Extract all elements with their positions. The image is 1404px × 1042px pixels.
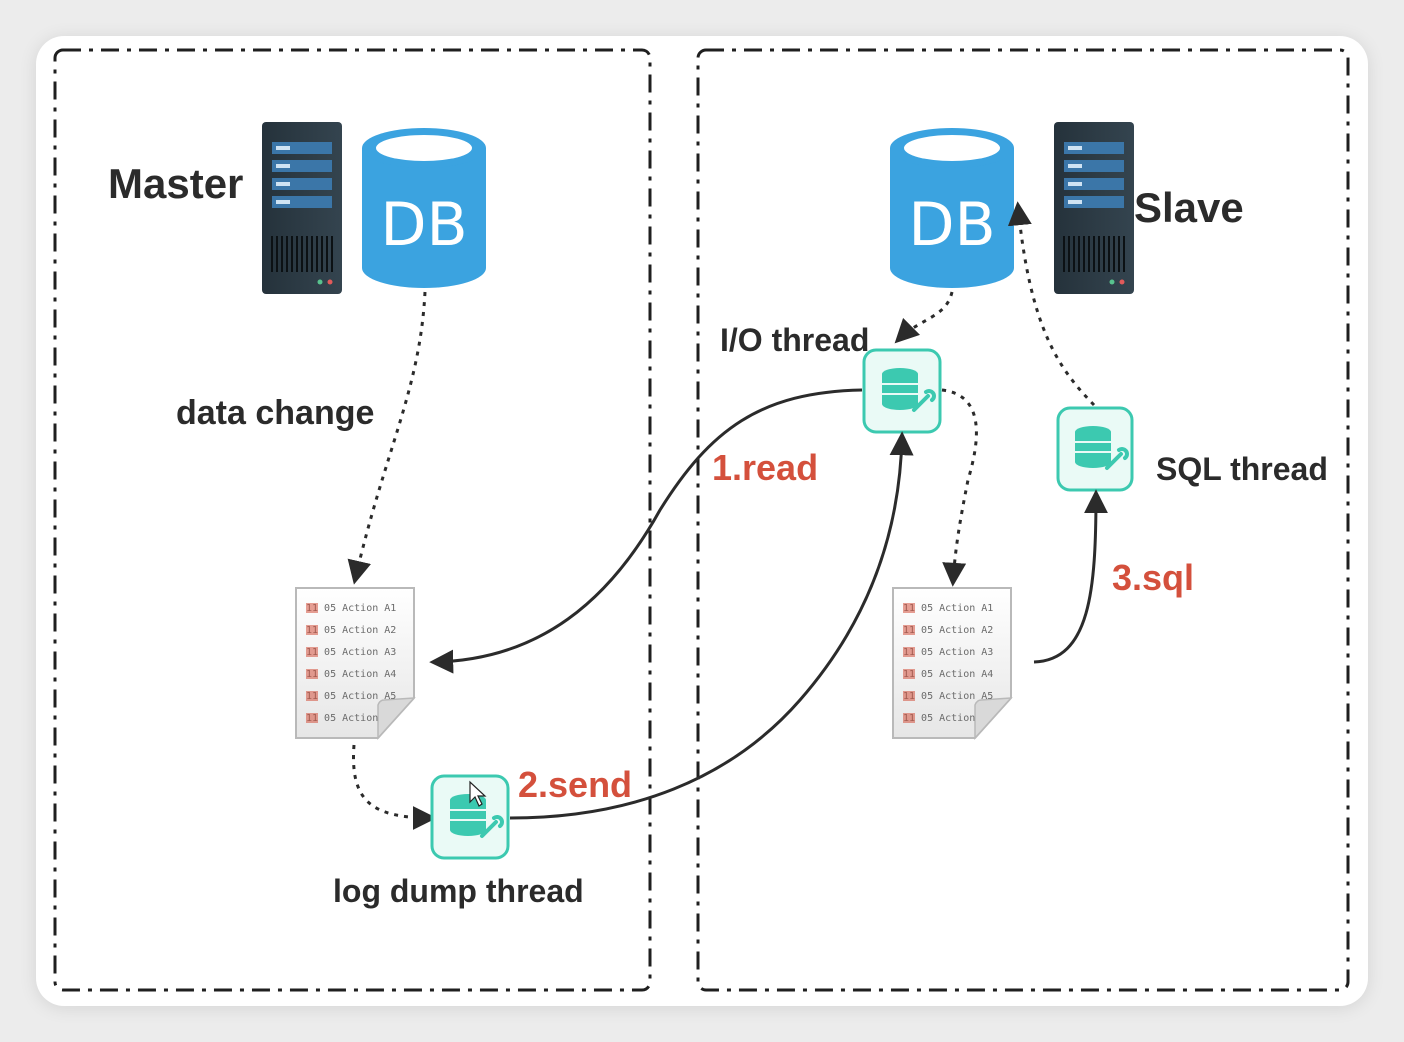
step-read-label: 1.read (712, 447, 818, 488)
slave-relaylog-icon: 11 05 Action A1 11 05 Action A2 11 05 Ac… (892, 587, 1013, 740)
master-log-line-5: 11 05 Action A5 (306, 691, 396, 702)
sql-to-slave-db-arrow (1007, 201, 1096, 407)
sql-thread-label: SQL thread (1156, 451, 1328, 487)
slave-db-label: DB (908, 190, 995, 260)
read-arrow (429, 388, 863, 674)
master-zone (53, 48, 652, 992)
slave-log-line-1: 11 05 Action A1 (903, 603, 993, 614)
slave-db-to-io-arrow (894, 291, 954, 344)
mouse-cursor-icon (469, 780, 487, 807)
slave-log-line-5: 11 05 Action A5 (903, 691, 993, 702)
data-change-arrow (347, 291, 427, 585)
master-server-icon (262, 122, 342, 294)
sql-thread-icon (1056, 406, 1134, 492)
master-log-line-1: 11 05 Action A1 (306, 603, 396, 614)
sql-arrow (1033, 489, 1108, 664)
log-dump-thread-label: log dump thread (333, 873, 584, 909)
send-arrow (509, 431, 914, 820)
io-thread-icon (862, 348, 942, 434)
master-log-line-4: 11 05 Action A4 (306, 669, 396, 680)
slave-zone (696, 48, 1350, 992)
master-log-line-6: 11 05 Action (306, 713, 378, 724)
slave-server-icon (1054, 122, 1134, 294)
master-label: Master (108, 160, 243, 207)
binlog-to-dump-arrow (352, 744, 437, 830)
step-sql-label: 3.sql (1112, 557, 1194, 598)
diagram-card (36, 36, 1368, 1006)
slave-log-line-2: 11 05 Action A2 (903, 625, 993, 636)
slave-label: Slave (1134, 184, 1244, 231)
slave-log-line-3: 11 05 Action A3 (903, 647, 993, 658)
slave-db-icon: DB (890, 128, 1014, 288)
step-send-label: 2.send (518, 764, 632, 805)
slave-log-line-6: 11 05 Action (903, 713, 975, 724)
master-log-line-3: 11 05 Action A3 (306, 647, 396, 658)
io-to-relaylog-arrow (941, 388, 978, 587)
io-thread-label: I/O thread (720, 322, 869, 358)
master-db-label: DB (380, 190, 467, 260)
master-binlog-icon: 11 05 Action A1 11 05 Action A2 11 05 Ac… (295, 587, 416, 740)
master-log-line-2: 11 05 Action A2 (306, 625, 396, 636)
master-db-icon: DB (362, 128, 486, 288)
slave-log-line-4: 11 05 Action A4 (903, 669, 993, 680)
data-change-label: data change (176, 394, 374, 432)
